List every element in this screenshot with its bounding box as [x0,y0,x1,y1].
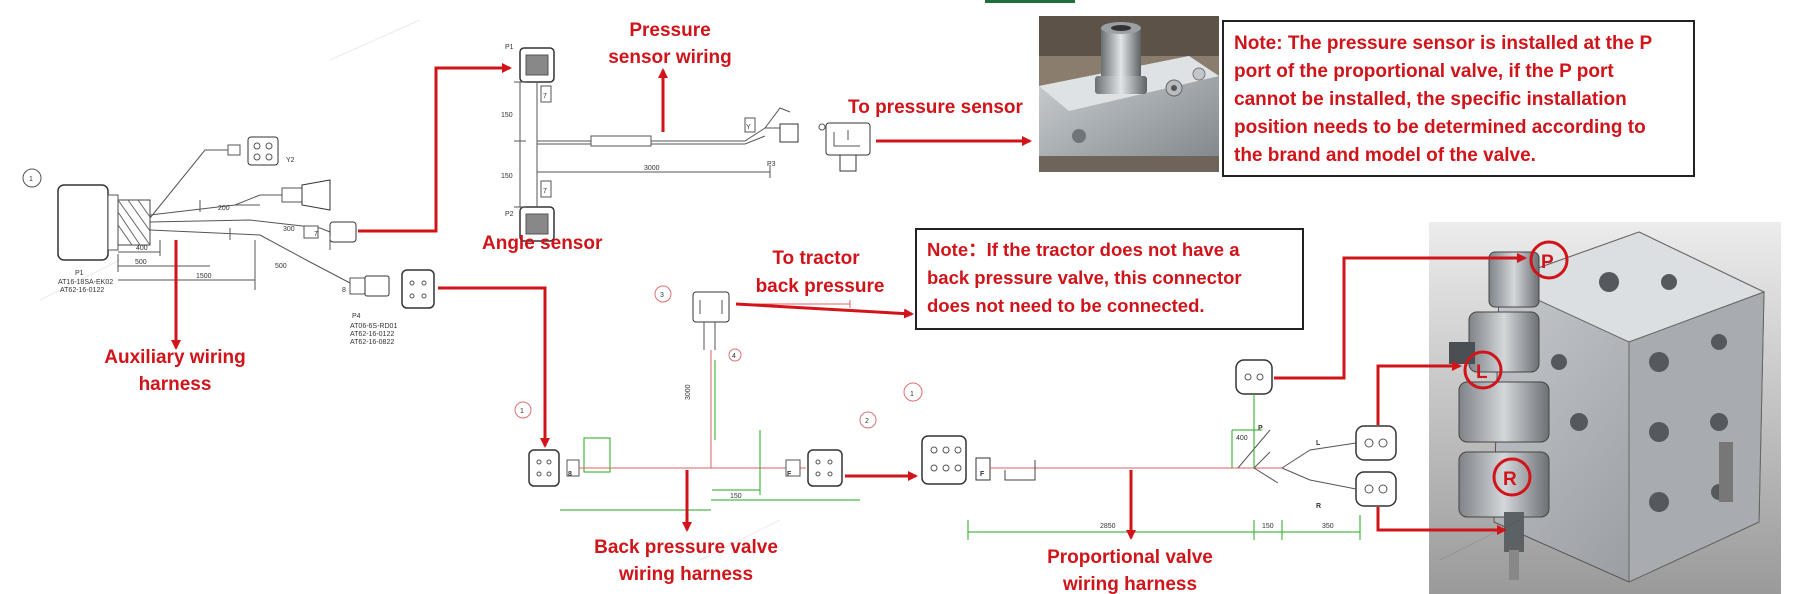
dim-150d: 150 [1262,523,1274,530]
pressure-note-line-4: position needs to be determined accordin… [1234,117,1646,138]
pressure-harness-drawing [514,47,871,242]
conn-f-back: F [787,471,792,478]
pressure-note-line-2: port of the proportional valve, if the P… [1234,61,1614,82]
dim-400-vertical: 400 [1236,435,1248,442]
tractor-note-line-1: Note：If the tractor does not have a [927,239,1240,260]
callout-1c: 1 [910,391,914,398]
valve-port-r: R [1503,469,1517,490]
conn-y: Y [746,124,751,131]
dim-500b: 500 [275,263,287,270]
pressure-note-line-5: the brand and model of the valve. [1234,145,1536,166]
auxiliary-drawing-text: 1 P1 AT16-18SA-EK02 AT62-16-0122 400 500… [22,157,397,346]
p2-code: P2 [505,211,514,218]
tractor-note: Note：If the tractor does not have a back… [915,228,1304,330]
label-auxiliary-line2: harness [139,374,212,395]
dim-150a: 150 [501,112,513,119]
label-pressure-line1: Pressure [629,20,710,41]
conn-p: P [1258,425,1263,432]
auxiliary-harness-drawing [57,136,435,309]
dim-150b: 150 [501,173,513,180]
dim-300: 300 [283,226,295,233]
conn-7-p1: 7 [543,93,547,100]
label-to-pressure-sensor: To pressure sensor [848,97,1024,118]
back-pressure-harness-text: 1 2 3 4 8 F 3000 150 [514,285,877,500]
label-proportional-line2: wiring harness [1062,574,1197,594]
back-pressure-harness-drawing [528,291,860,511]
valve-port-l: L [1476,362,1488,383]
p4-part-number: AT06-6S-RD01 [350,323,397,330]
callout-4: 4 [732,353,736,360]
top-green-bar [985,0,1075,3]
pressure-sensor-note: Note: The pressure sensor is installed a… [1222,20,1695,177]
p4-code: P4 [352,313,361,320]
dim-3000: 3000 [644,165,660,172]
callout-2: 2 [865,418,869,425]
p1-terminal-number: AT62-16-0122 [60,287,104,294]
p1-part-number: AT16-18SA-EK02 [58,279,113,286]
tractor-note-line-3: does not need to be connected. [927,295,1205,316]
proportional-harness-drawing [921,359,1397,540]
label-to-tractor-line2: back pressure [756,276,885,297]
harness-labels: Pressure sensor wiring To pressure senso… [104,20,1213,594]
dim-3000-vertical: 3000 [685,384,692,400]
conn-l: L [1316,440,1321,447]
label-back-pressure-line1: Back pressure valve [594,537,778,558]
conn-7-p2: 7 [543,188,547,195]
label-proportional-line1: Proportional valve [1047,547,1213,568]
pressure-p1-code: P1 [505,44,514,51]
conn-8-aux: 8 [342,287,346,294]
p4-terminal-2: AT62-16-0822 [350,339,394,346]
pressure-note-line-3: cannot be installed, the specific instal… [1234,89,1627,110]
valve-port-p: P [1541,252,1554,273]
valve-port-markers: P L R [1463,240,1569,497]
dim-350: 350 [1322,523,1334,530]
dim-200: 200 [218,205,230,212]
conn-7-aux: 7 [314,231,318,238]
callout-3: 3 [660,292,664,299]
label-to-tractor-line1: To tractor [772,248,860,269]
callout-1b: 1 [520,408,524,415]
y2-label: Y2 [286,157,295,164]
p1-code: P1 [75,270,84,277]
label-angle-sensor: Angle sensor [482,233,603,254]
p3-code: P3 [767,161,776,168]
proportional-valve-render [1429,222,1781,594]
pressure-harness-text: P1 P2 P3 150 150 3000 7 7 Y [501,44,776,218]
label-back-pressure-line2: wiring harness [618,564,753,585]
proportional-harness-text: 1 F P L R 400 2850 150 350 [903,382,1334,530]
dim-400: 400 [136,245,148,252]
conn-r: R [1316,503,1321,510]
pressure-sensor-photo [1039,16,1219,172]
conn-8-back: 8 [568,471,572,478]
dim-1500: 1500 [196,273,212,280]
dim-150c: 150 [730,493,742,500]
callout-1: 1 [29,176,33,183]
p4-terminal-1: AT62-16-0122 [350,331,394,338]
tractor-note-line-2: back pressure valve, this connector [927,267,1242,288]
conn-f-proportional: F [980,471,985,478]
label-auxiliary-line1: Auxiliary wiring [104,347,245,368]
pressure-note-line-1: Note: The pressure sensor is installed a… [1234,33,1653,54]
dim-2850: 2850 [1100,523,1116,530]
label-pressure-line2: sensor wiring [608,47,732,68]
dim-500: 500 [135,259,147,266]
red-arrows [171,63,1527,540]
